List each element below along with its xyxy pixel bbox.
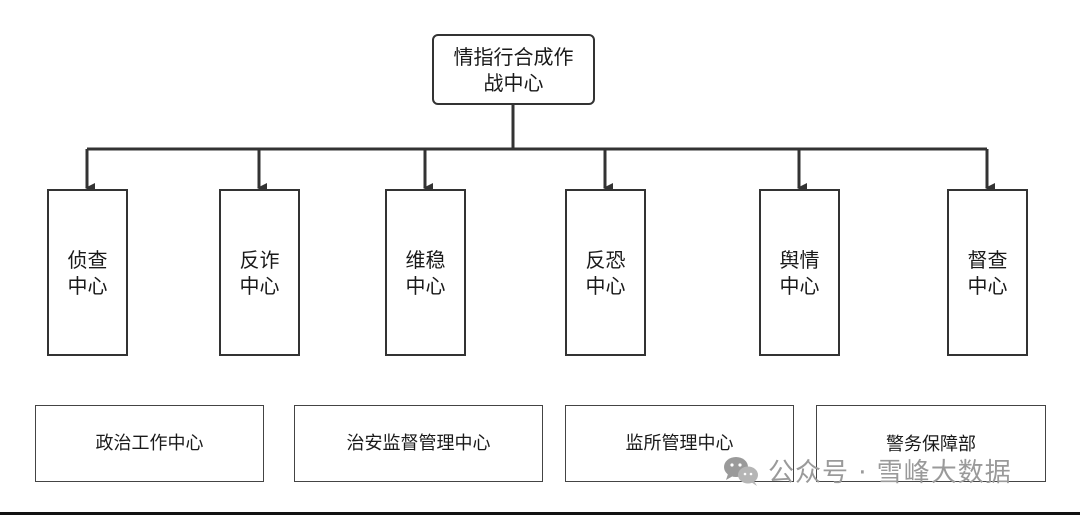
center-node-2: 反诈 中心	[219, 189, 300, 356]
watermark-text: 公众号 · 雪峰大数据	[768, 458, 1012, 488]
center-node-6-line2: 中心	[967, 273, 1008, 298]
bottom-divider	[0, 512, 1080, 515]
root-node-line2: 战中心	[483, 70, 544, 95]
center-node-3-line2: 中心	[405, 273, 446, 298]
department-node-4-label: 警务保障部	[886, 434, 976, 455]
root-node-line1: 情指行合成作	[453, 44, 574, 69]
center-node-6-line1: 督查	[967, 247, 1008, 272]
center-node-5-line2: 中心	[779, 273, 820, 298]
department-node-2-label: 治安监督管理中心	[346, 432, 491, 454]
center-node-4-line1: 反恐	[585, 247, 626, 272]
center-node-4: 反恐 中心	[565, 189, 646, 356]
center-node-6: 督查 中心	[947, 189, 1028, 356]
center-node-2-line2: 中心	[239, 273, 280, 298]
watermark: 公众号 · 雪峰大数据	[722, 452, 1012, 489]
center-node-2-line1: 反诈	[239, 247, 280, 272]
department-node-3: 监所管理中心	[565, 405, 794, 482]
root-node: 情指行合成作 战中心	[432, 34, 595, 105]
department-node-4: 警务保障部	[816, 405, 1046, 482]
department-node-1-label: 政治工作中心	[95, 432, 204, 454]
department-node-1: 政治工作中心	[35, 405, 264, 482]
department-node-3-label: 监所管理中心	[625, 432, 734, 454]
wechat-icon	[724, 456, 758, 486]
department-node-2: 治安监督管理中心	[294, 405, 543, 482]
center-node-3-line1: 维稳	[405, 247, 446, 272]
center-node-1: 侦查 中心	[47, 189, 128, 356]
center-node-4-line2: 中心	[585, 273, 626, 298]
center-node-5: 舆情 中心	[759, 189, 840, 356]
center-node-5-line1: 舆情	[779, 247, 820, 272]
center-node-1-line2: 中心	[67, 273, 108, 298]
center-node-1-line1: 侦查	[67, 247, 108, 272]
center-node-3: 维稳 中心	[385, 189, 466, 356]
